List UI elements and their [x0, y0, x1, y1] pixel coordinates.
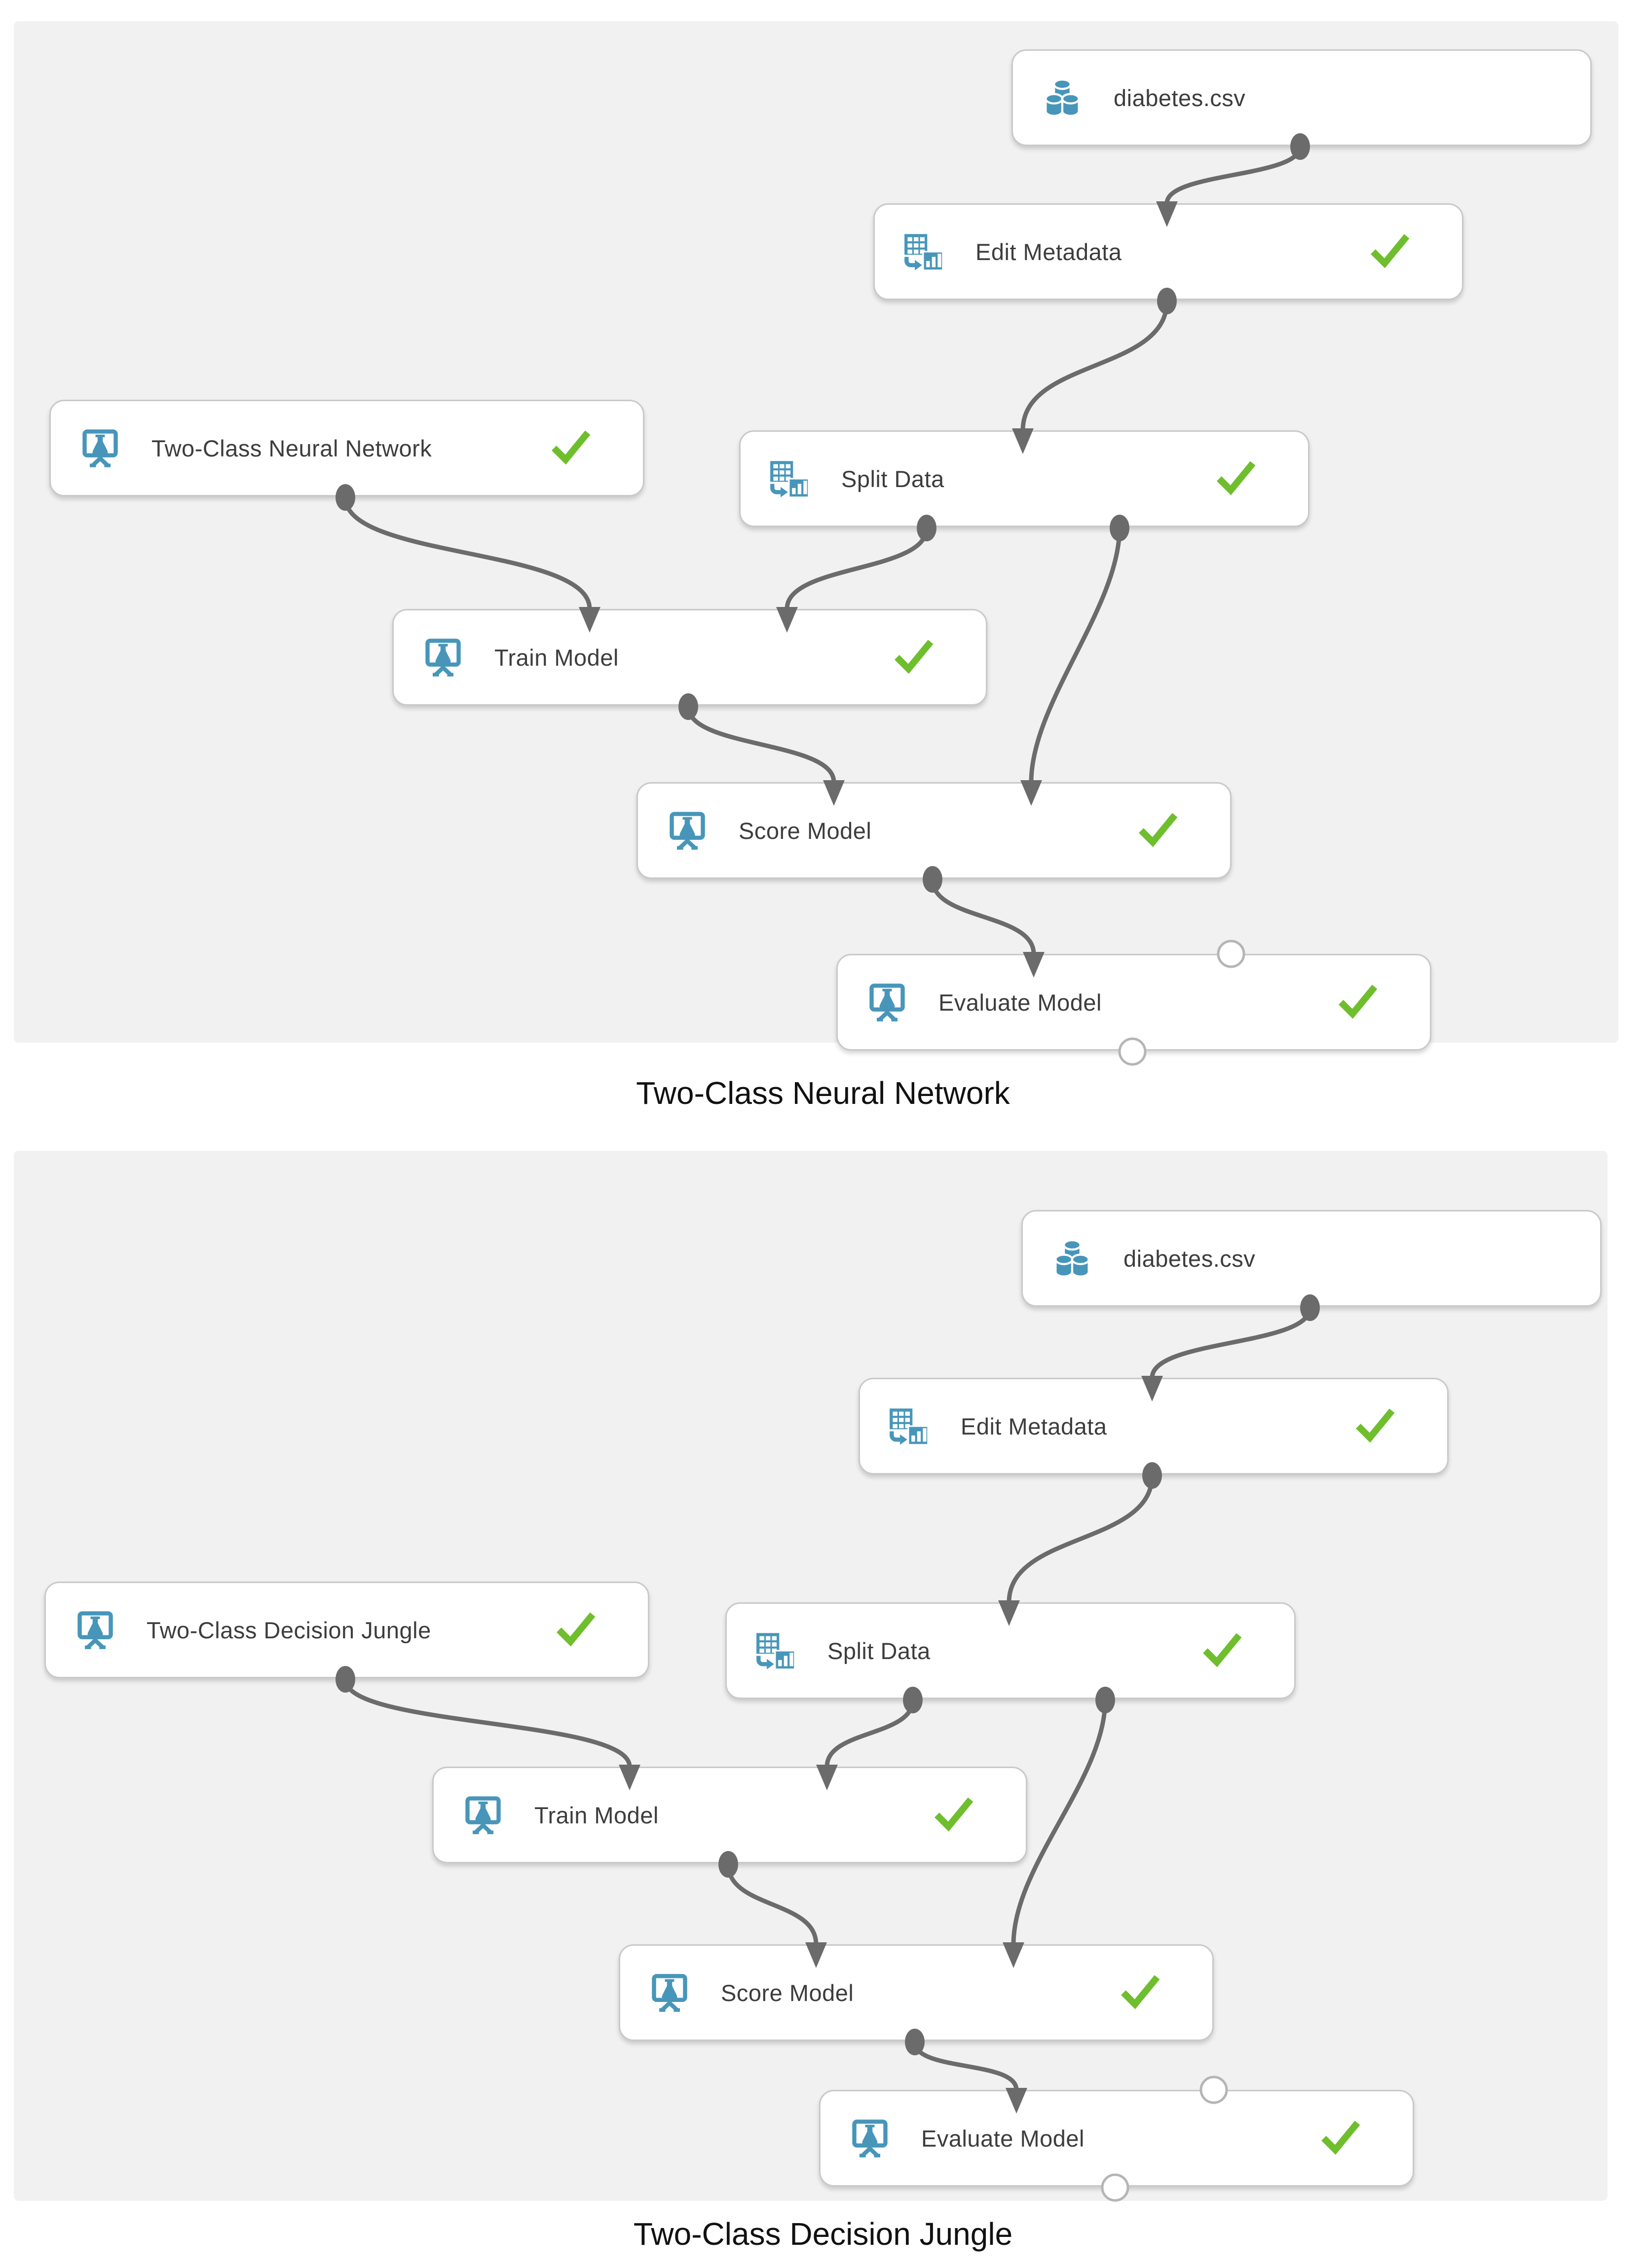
module-label: Two-Class Decision Jungle [147, 1617, 431, 1643]
module-label: Edit Metadata [975, 238, 1122, 265]
success-check-icon [1213, 459, 1259, 498]
figure-caption-decision-jungle: Two-Class Decision Jungle [633, 2216, 1013, 2252]
success-check-icon [553, 1611, 599, 1649]
dataset-icon [1051, 1238, 1093, 1279]
ml-module-icon [422, 637, 464, 678]
ml-module-icon [866, 982, 908, 1023]
module-node-edit-metadata[interactable]: Edit Metadata [873, 203, 1463, 300]
success-check-icon [1367, 232, 1413, 271]
module-label: diabetes.csv [1123, 1245, 1256, 1272]
module-label: Two-Class Neural Network [151, 435, 432, 461]
module-node-score-model[interactable]: Score Model [619, 1944, 1214, 2041]
success-check-icon [1318, 2119, 1363, 2157]
module-node-evaluate-model[interactable]: Evaluate Model [819, 2090, 1414, 2187]
success-check-icon [891, 638, 936, 677]
module-label: Score Model [739, 817, 872, 844]
data-transform-icon [755, 1630, 797, 1671]
ml-module-icon [649, 1972, 690, 2013]
success-check-icon [1335, 983, 1381, 1021]
data-transform-icon [903, 231, 945, 272]
module-label: Score Model [721, 1979, 854, 2006]
module-node-split-data[interactable]: Split Data [739, 430, 1309, 527]
figure-caption-neural-network: Two-Class Neural Network [636, 1075, 1010, 1111]
ml-module-icon [849, 2117, 891, 2159]
success-check-icon [1199, 1631, 1245, 1670]
dataset-icon [1042, 77, 1083, 118]
ml-module-icon [667, 810, 708, 851]
module-label: Train Model [494, 644, 619, 671]
module-label: Evaluate Model [938, 989, 1102, 1016]
module-node-dataset-diabetes[interactable]: diabetes.csv [1011, 49, 1592, 146]
module-node-train-model[interactable]: Train Model [432, 1767, 1027, 1863]
ml-module-icon [462, 1794, 504, 1836]
success-check-icon [1352, 1407, 1398, 1445]
module-label: Split Data [827, 1637, 931, 1664]
success-check-icon [1118, 1973, 1163, 2012]
module-node-two-class-neural-network[interactable]: Two-Class Neural Network [49, 400, 644, 496]
success-check-icon [1135, 811, 1181, 850]
module-node-train-model[interactable]: Train Model [392, 609, 987, 706]
module-label: Edit Metadata [961, 1413, 1107, 1439]
module-node-dataset-diabetes[interactable]: diabetes.csv [1021, 1210, 1602, 1307]
module-node-two-class-decision-jungle[interactable]: Two-Class Decision Jungle [44, 1582, 649, 1678]
module-label: Train Model [534, 1802, 659, 1828]
ml-module-icon [75, 1609, 116, 1651]
module-label: Evaluate Model [921, 2125, 1085, 2152]
module-label: diabetes.csv [1114, 84, 1246, 111]
module-label: Split Data [841, 465, 944, 492]
data-transform-icon [769, 458, 811, 499]
module-node-evaluate-model[interactable]: Evaluate Model [836, 954, 1431, 1051]
module-node-score-model[interactable]: Score Model [636, 782, 1232, 879]
ml-module-icon [79, 427, 121, 469]
success-check-icon [931, 1796, 976, 1834]
success-check-icon [548, 429, 594, 467]
module-node-split-data[interactable]: Split Data [725, 1602, 1296, 1699]
experiment-canvas-two-class-neural-network-experiment[interactable] [14, 21, 1618, 1043]
module-node-edit-metadata[interactable]: Edit Metadata [859, 1378, 1449, 1474]
data-transform-icon [889, 1405, 930, 1447]
